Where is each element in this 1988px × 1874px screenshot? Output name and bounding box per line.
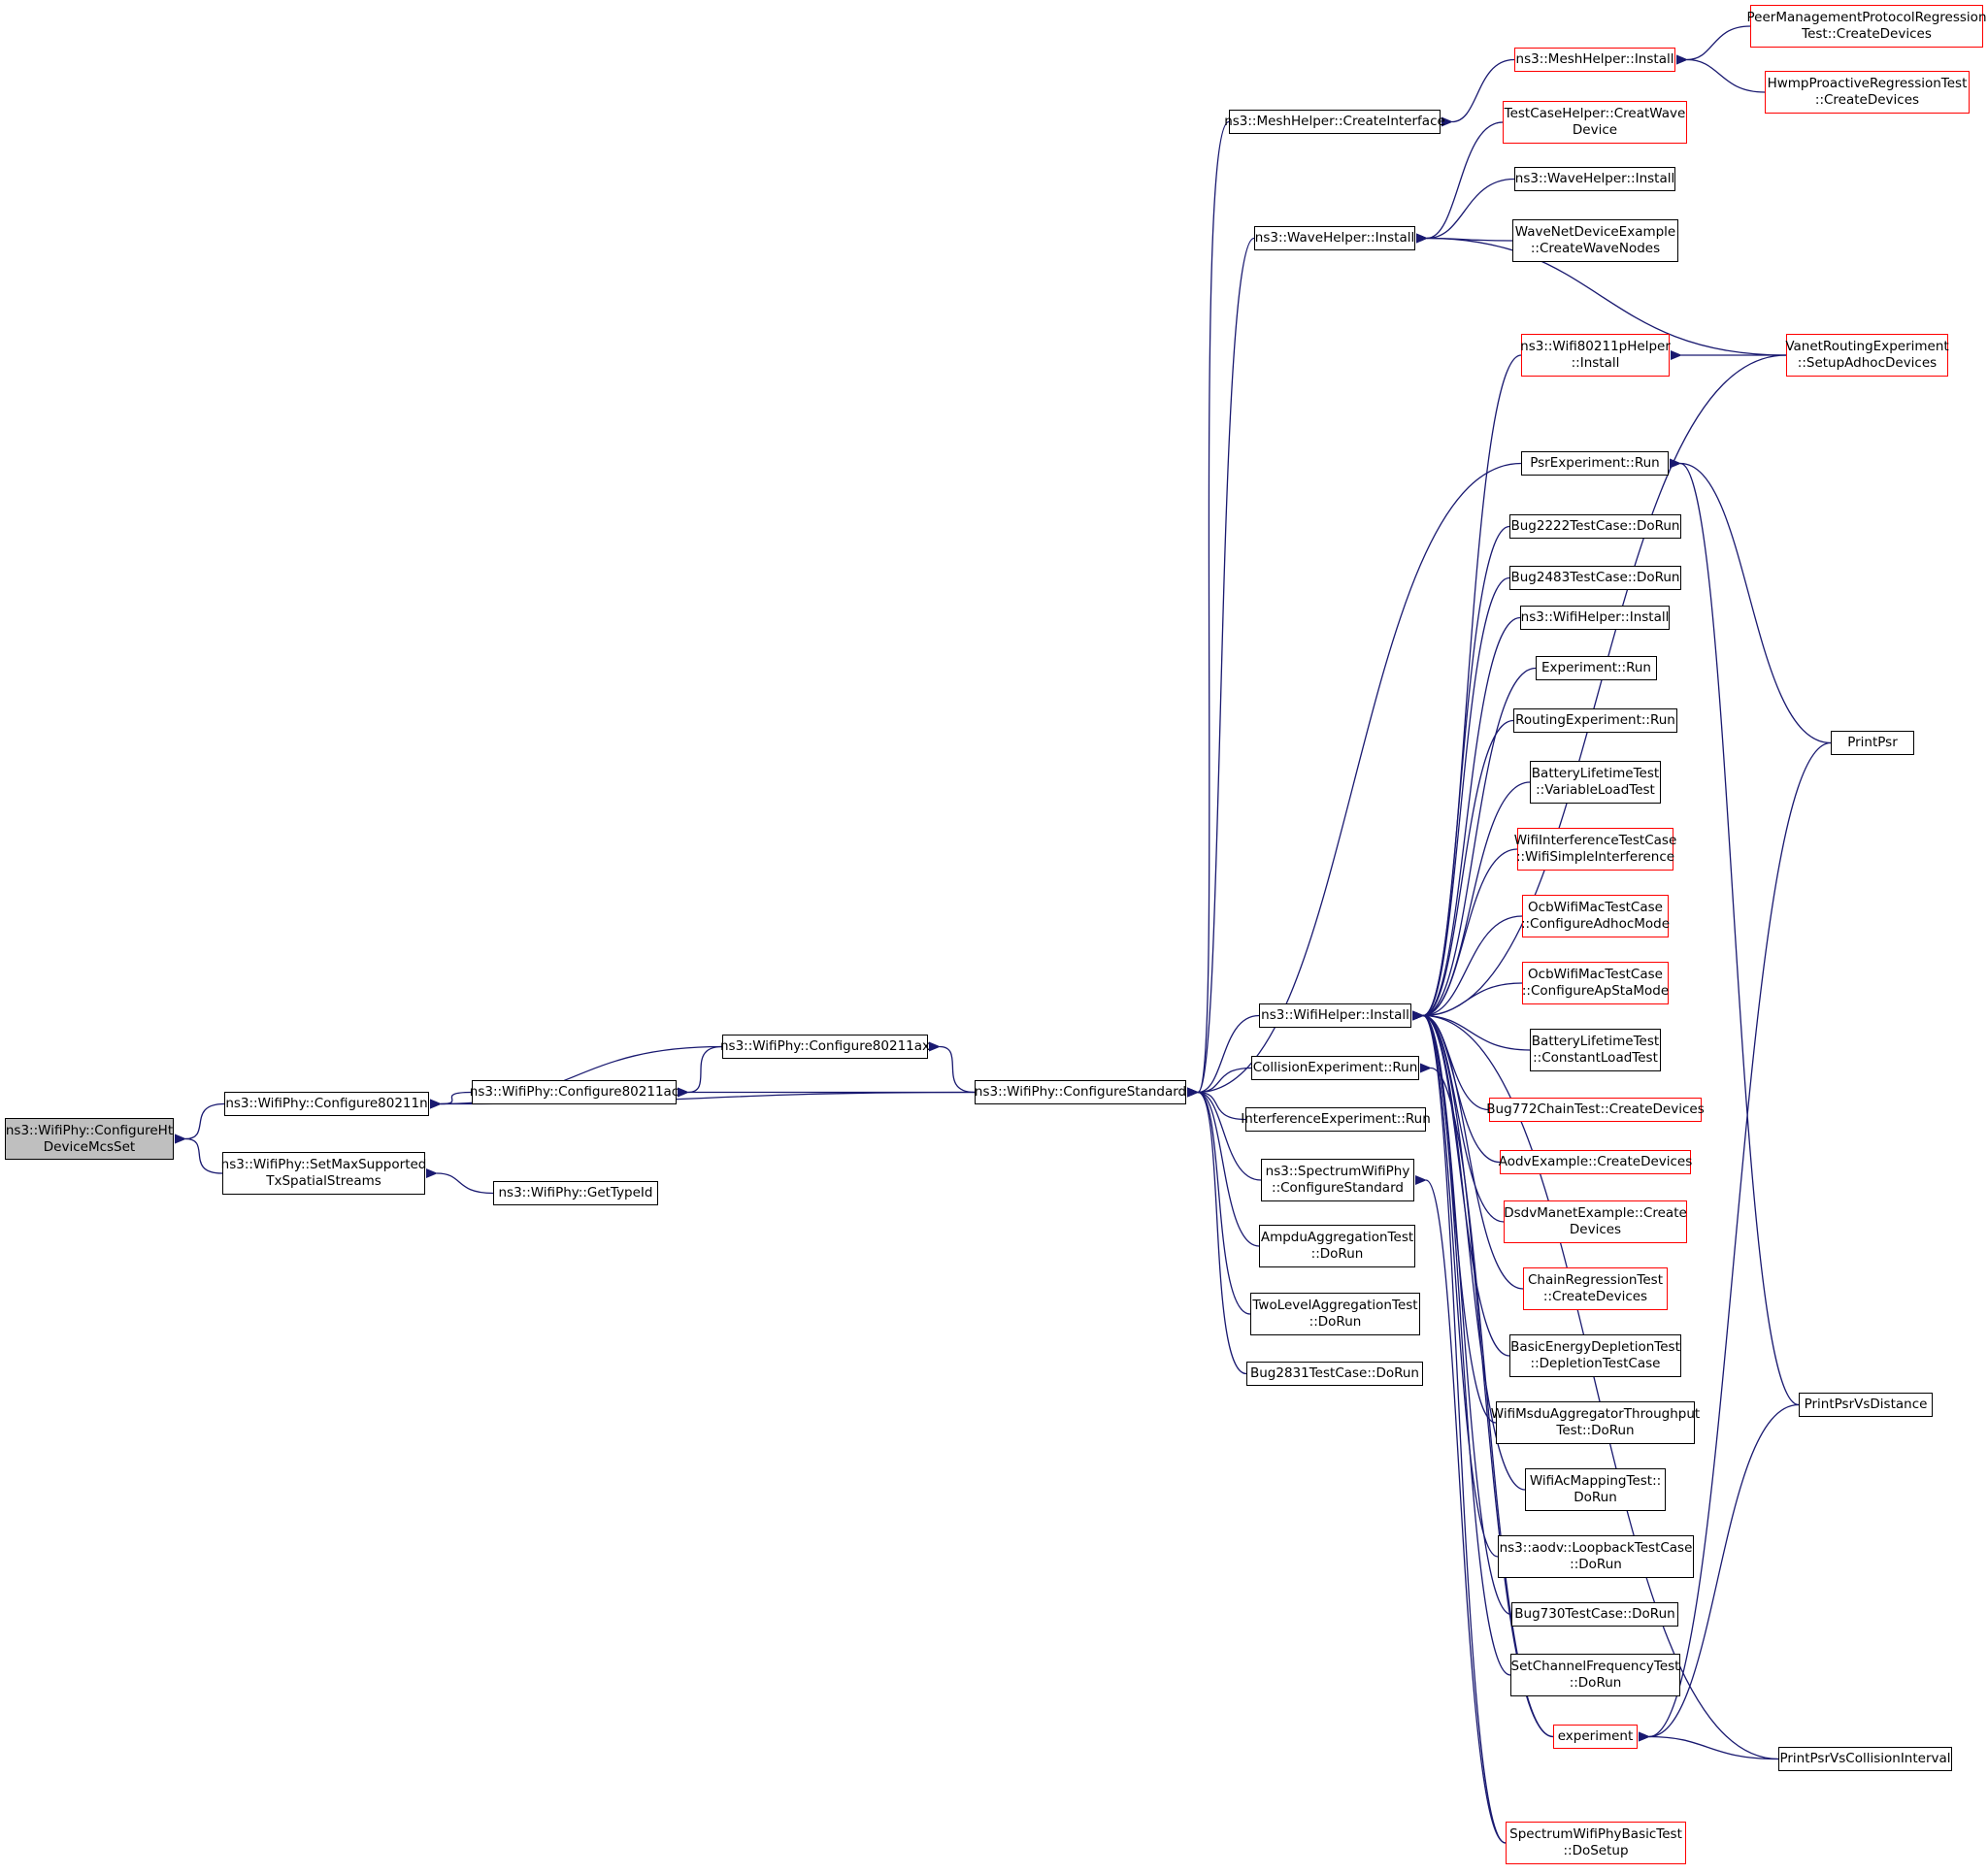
edge-n24-to-n9: [1411, 616, 1521, 1021]
edge-n37-to-n9: [1411, 1010, 1497, 1424]
node-ns3-wifiphy-configurestandard[interactable]: ns3::WifiPhy::ConfigureStandard: [975, 1080, 1186, 1104]
edge-n49-to-n42: [1638, 1731, 1779, 1760]
edge-n21-to-n6: [1186, 462, 1522, 1098]
node-ns3-wifi80211phelper-install[interactable]: ns3::Wifi80211pHelper ::Install: [1520, 334, 1671, 377]
edge-n6-to-n4: [928, 1041, 976, 1094]
edge-n47-to-n42: [1638, 741, 1832, 1742]
edge-n15-to-n6: [1186, 1087, 1247, 1375]
node-twolevelaggregationtest-dorun[interactable]: TwoLevelAggregationTest ::DoRun: [1250, 1293, 1420, 1335]
node-ns3-wifihelper-install[interactable]: ns3::WifiHelper::Install: [1259, 1003, 1411, 1028]
node-bug772chaintest-createdevices[interactable]: Bug772ChainTest::CreateDevices: [1486, 1098, 1705, 1122]
edge-n38-to-n9: [1411, 1010, 1526, 1491]
edge-n43-to-n12: [1414, 1174, 1507, 1844]
node-basicenergydepletiontest-depletiontestcase[interactable]: BasicEnergyDepletionTest ::DepletionTest…: [1509, 1334, 1681, 1377]
edge-n7-to-n6: [1186, 120, 1230, 1098]
edge-n13-to-n6: [1186, 1087, 1260, 1247]
edge-n14-to-n6: [1186, 1087, 1251, 1315]
node-ocbwifimactestcase-configureadhocmode[interactable]: OcbWifiMacTestCase ::ConfigureAdhocMode: [1521, 895, 1670, 937]
edge-n1-to-n0: [174, 1102, 225, 1144]
edge-n44-to-n16: [1675, 25, 1751, 65]
node-wifimsduaggregatorthroughput-test-dorun[interactable]: WifiMsduAggregatorThroughput Test::DoRun: [1491, 1401, 1700, 1444]
node-ns3-wifiphy-gettypeid[interactable]: ns3::WifiPhy::GetTypeId: [493, 1181, 658, 1205]
edge-n4-to-n3: [677, 1045, 723, 1098]
edge-n2-to-n0: [174, 1134, 223, 1174]
edge-n17-to-n8: [1415, 121, 1504, 244]
edge-n30-to-n9: [1411, 982, 1523, 1021]
node-interferenceexperiment-run[interactable]: InterferenceExperiment::Run: [1241, 1107, 1431, 1132]
edge-n23-to-n9: [1411, 576, 1510, 1021]
edge-n36-to-n9: [1411, 1010, 1510, 1357]
node-experiment-run[interactable]: Experiment::Run: [1536, 656, 1657, 680]
node-peermanagementprotocolregression-test-createdevices[interactable]: PeerManagementProtocolRegression Test::C…: [1747, 5, 1987, 48]
node-testcasehelper-creatwave-device[interactable]: TestCaseHelper::CreatWave Device: [1503, 101, 1687, 144]
node-ns3-aodv-loopbacktestcase-dorun[interactable]: ns3::aodv::LoopbackTestCase ::DoRun: [1498, 1535, 1694, 1578]
node-routingexperiment-run[interactable]: RoutingExperiment::Run: [1513, 708, 1677, 733]
node-hwmpproactiveregressiontest-createdevices[interactable]: HwmpProactiveRegressionTest ::CreateDevi…: [1765, 71, 1970, 114]
edge-n22-to-n9: [1411, 525, 1510, 1021]
node-spectrumwifiphybasictest-dosetup[interactable]: SpectrumWifiPhyBasicTest ::DoSetup: [1506, 1822, 1686, 1864]
node-experiment[interactable]: experiment: [1553, 1725, 1638, 1749]
edge-n46-to-n8: [1415, 233, 1787, 356]
node-ns3-wifiphy-configureht-devicemcsset: ns3::WifiPhy::ConfigureHt DeviceMcsSet: [5, 1118, 174, 1160]
node-setchannelfrequencytest-dorun[interactable]: SetChannelFrequencyTest ::DoRun: [1510, 1654, 1680, 1696]
node-wifiinterferencetestcase-wifisimpleinterference[interactable]: WifiInterferenceTestCase ::WifiSimpleInt…: [1514, 828, 1676, 871]
edge-n43-to-n9: [1411, 1010, 1507, 1844]
edge-n48-to-n21: [1669, 458, 1800, 1406]
edge-n18-to-n8: [1415, 178, 1515, 244]
edge-n40-to-n9: [1411, 1010, 1512, 1616]
edge-n20-to-n9: [1411, 354, 1522, 1021]
node-ns3-wavehelper-install[interactable]: ns3::WaveHelper::Install: [1514, 167, 1675, 191]
node-collisionexperiment-run[interactable]: CollisionExperiment::Run: [1251, 1056, 1419, 1080]
edge-n16-to-n7: [1441, 58, 1515, 127]
edge-n48-to-n42: [1638, 1403, 1800, 1742]
node-bug2831testcase-dorun[interactable]: Bug2831TestCase::DoRun: [1246, 1362, 1423, 1386]
node-dsdvmanetexample-create-devices[interactable]: DsdvManetExample::Create Devices: [1504, 1200, 1687, 1243]
edge-n42-to-n10: [1419, 1063, 1554, 1738]
node-ns3-wifiphy-configure80211ax[interactable]: ns3::WifiPhy::Configure80211ax: [720, 1035, 930, 1059]
node-batterylifetimetest-constantloadtest[interactable]: BatteryLifetimeTest ::ConstantLoadTest: [1530, 1029, 1661, 1071]
node-vanetroutingexperiment-setupadhocdevices[interactable]: VanetRoutingExperiment ::SetupAdhocDevic…: [1785, 334, 1949, 377]
edge-n9-to-n6: [1186, 1014, 1260, 1098]
node-bug2483testcase-dorun[interactable]: Bug2483TestCase::DoRun: [1509, 566, 1681, 590]
edge-n12-to-n6: [1186, 1087, 1262, 1181]
node-wavenetdeviceexample-createwavenodes[interactable]: WaveNetDeviceExample ::CreateWaveNodes: [1512, 219, 1678, 262]
node-batterylifetimetest-variableloadtest[interactable]: BatteryLifetimeTest ::VariableLoadTest: [1530, 761, 1661, 804]
node-ocbwifimactestcase-configureapstamode[interactable]: OcbWifiMacTestCase ::ConfigureApStaMode: [1522, 962, 1669, 1004]
node-aodvexample-createdevices[interactable]: AodvExample::CreateDevices: [1499, 1150, 1692, 1174]
edge-n26-to-n9: [1411, 719, 1514, 1021]
edge-n46-to-n9: [1411, 354, 1787, 1021]
edge-n3-to-n1: [429, 1091, 473, 1109]
node-ns3-wifiphy-configure80211ac[interactable]: ns3::WifiPhy::Configure80211ac: [470, 1080, 679, 1104]
node-ns3-wifihelper-install[interactable]: ns3::WifiHelper::Install: [1520, 606, 1670, 630]
node-bug2222testcase-dorun[interactable]: Bug2222TestCase::DoRun: [1509, 514, 1681, 539]
edge-n39-to-n9: [1411, 1010, 1499, 1558]
node-psrexperiment-run[interactable]: PsrExperiment::Run: [1521, 451, 1669, 476]
node-wifiacmappingtest-dorun[interactable]: WifiAcMappingTest:: DoRun: [1525, 1468, 1666, 1511]
edge-n5-to-n2: [425, 1167, 494, 1195]
edge-n45-to-n16: [1675, 54, 1766, 93]
node-bug730testcase-dorun[interactable]: Bug730TestCase::DoRun: [1511, 1602, 1678, 1627]
node-ampduaggregationtest-dorun[interactable]: AmpduAggregationTest ::DoRun: [1259, 1225, 1415, 1267]
node-ns3-wifiphy-setmaxsupported-txspatialstreams[interactable]: ns3::WifiPhy::SetMaxSupported TxSpatialS…: [221, 1152, 426, 1195]
edge-n8-to-n6: [1186, 237, 1255, 1098]
edge-n28-to-n9: [1411, 848, 1518, 1021]
edge-n25-to-n9: [1411, 667, 1537, 1021]
node-printpsr[interactable]: PrintPsr: [1831, 731, 1914, 755]
edge-n29-to-n9: [1411, 915, 1523, 1021]
node-ns3-meshhelper-createinterface[interactable]: ns3::MeshHelper::CreateInterface: [1224, 110, 1445, 134]
edge-n35-to-n9: [1411, 1010, 1524, 1290]
node-ns3-wavehelper-install[interactable]: ns3::WaveHelper::Install: [1254, 226, 1415, 250]
node-ns3-wifiphy-configure80211n[interactable]: ns3::WifiPhy::Configure80211n: [224, 1092, 429, 1116]
node-printpsrvsdistance[interactable]: PrintPsrVsDistance: [1799, 1393, 1933, 1417]
edge-n11-to-n6: [1186, 1087, 1246, 1121]
node-chainregressiontest-createdevices[interactable]: ChainRegressionTest ::CreateDevices: [1523, 1267, 1668, 1310]
edge-n49-to-n9: [1411, 1010, 1779, 1760]
node-ns3-spectrumwifiphy-configurestandard[interactable]: ns3::SpectrumWifiPhy ::ConfigureStandard: [1261, 1159, 1414, 1201]
node-printpsrvscollisioninterval[interactable]: PrintPsrVsCollisionInterval: [1778, 1747, 1952, 1771]
edge-n47-to-n21: [1669, 458, 1832, 744]
edge-n41-to-n9: [1411, 1010, 1511, 1676]
node-ns3-meshhelper-install[interactable]: ns3::MeshHelper::Install: [1514, 48, 1675, 72]
